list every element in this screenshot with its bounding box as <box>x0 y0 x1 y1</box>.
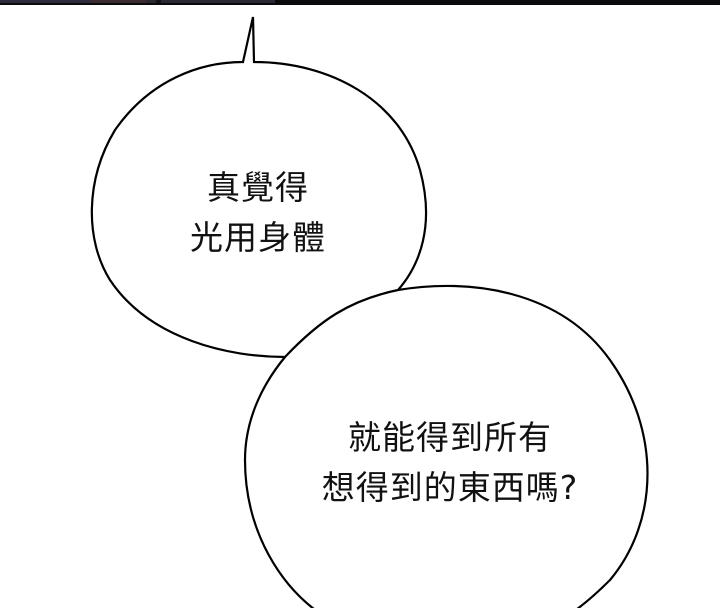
speech-bubble-2-outline <box>240 286 648 608</box>
bubble-1-line-1: 真覺得 <box>207 168 309 207</box>
speech-bubble-2-stroke <box>243 284 649 608</box>
speech-bubble-1-outline <box>90 16 428 359</box>
bubble-1-line-2: 光用身體 <box>190 218 326 257</box>
top-panel-edge <box>0 0 720 5</box>
strip-segment <box>161 0 275 3</box>
bubble-2-line-1: 就能得到所有 <box>348 418 552 457</box>
speech-bubble-1-text: 真覺得 光用身體 <box>150 163 366 263</box>
strip-segment <box>90 0 146 3</box>
strip-segment <box>146 0 156 3</box>
strip-segment <box>275 0 720 3</box>
strip-segment <box>0 0 90 3</box>
bubble-2-line-2: 想得到的東西嗎? <box>321 468 579 507</box>
speech-bubble-2-text: 就能得到所有 想得到的東西嗎? <box>280 413 620 513</box>
strip-segment <box>156 0 161 3</box>
